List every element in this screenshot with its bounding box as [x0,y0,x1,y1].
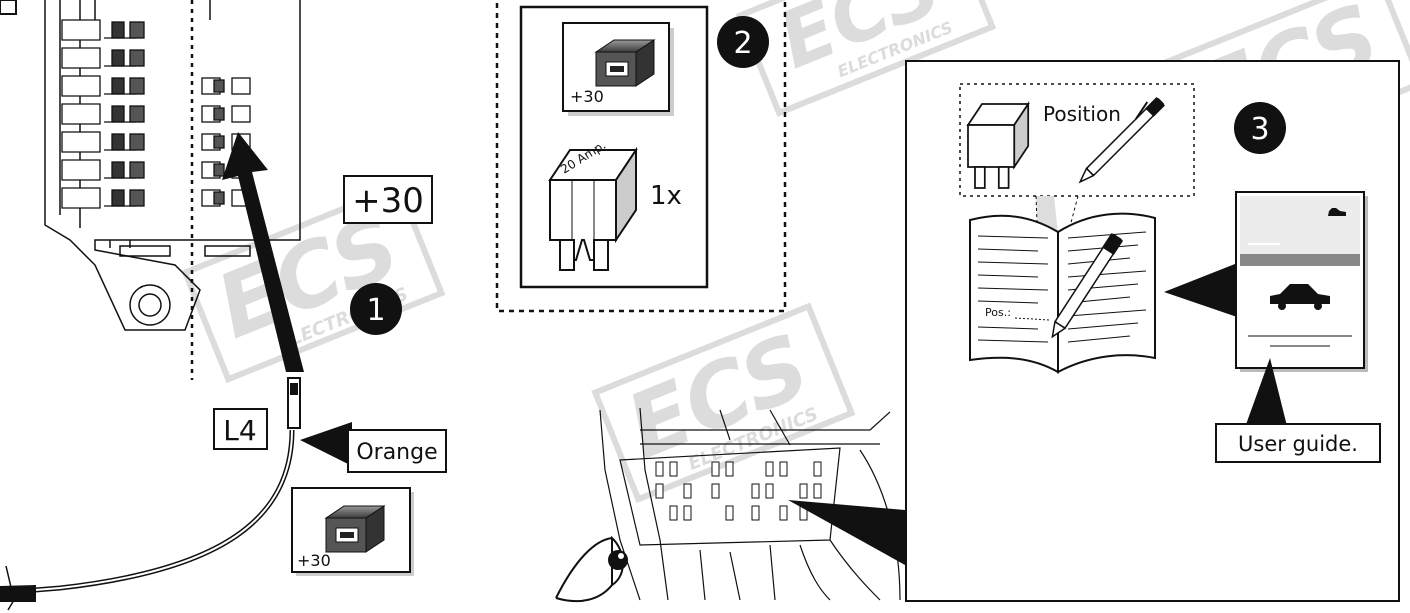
svg-text:+30: +30 [297,551,331,570]
terminal-label-30: +30 [344,176,432,223]
fuse-slot [232,78,250,94]
user-manual-cover [1236,192,1368,372]
svg-text:1: 1 [366,293,385,328]
fuse-slot [112,106,124,122]
svg-text:Pos.:: Pos.: [985,306,1011,319]
module-icon [326,506,384,552]
step3-panel: Position Pos.: [906,61,1399,601]
fuse-slot [814,484,821,498]
fuse-slot [62,76,100,96]
fuse-slot [656,484,663,498]
fuse-slot [684,506,691,520]
fuse-slot [766,484,773,498]
fuse-slot [112,78,124,94]
svg-text:+30: +30 [570,87,604,106]
fuse-slot [656,462,663,476]
fuse-slot [112,190,124,206]
svg-text:User guide.: User guide. [1238,432,1358,456]
svg-text:Orange: Orange [356,440,437,465]
fuse-slot [112,50,124,66]
fuse-slot [62,132,100,152]
fuse-slot [752,484,759,498]
fuse-slot [214,192,224,204]
svg-text:L4: L4 [223,414,256,447]
fuse-slot [780,506,787,520]
fuse-slot [130,134,144,150]
fuse-slot [62,104,100,124]
fuse-slot [130,50,144,66]
fuse-slot [112,134,124,150]
watermark-logo: ECS ELECTRONICS [594,305,851,500]
fuse-slot [62,188,100,208]
fuse-slot [766,462,773,476]
fuse-slot [62,20,100,40]
fuse-slot [232,106,250,122]
svg-text:+30: +30 [352,181,424,221]
fuse-slot [214,164,224,176]
wire-color-callout: Orange [300,422,446,472]
fuse-slot [112,22,124,38]
step1-badge: 1 [350,283,402,335]
fuse-slot [814,462,821,476]
connector-label-l4: L4 [214,409,267,449]
svg-text:1x: 1x [650,181,682,211]
fuse-slot [130,106,144,122]
module-icon [596,40,654,86]
fuse-slot [214,80,224,92]
dash-fuse-slots [656,462,821,520]
fuse-slot [130,78,144,94]
fuse-slot [726,506,733,520]
svg-text:Position: Position [1043,102,1121,126]
step2-badge: 2 [717,16,769,68]
fuse-slot [780,462,787,476]
fuse-slots [62,20,250,208]
fuse-slot [712,484,719,498]
fuse-slot [670,506,677,520]
fuse-slot [800,484,807,498]
fuse-slot [684,484,691,498]
fuse-slot [62,48,100,68]
eye-icon [556,538,628,601]
fuse-slot [130,162,144,178]
fuse-slot [112,162,124,178]
fuse-slot [726,462,733,476]
svg-text:2: 2 [733,26,752,61]
fuse-slot [130,190,144,206]
step1-module-card: +30 [292,488,414,576]
fuse-slot [214,136,224,148]
fuse-slot [214,108,224,120]
svg-text:3: 3 [1250,112,1269,147]
fuse-slot [752,506,759,520]
step3-badge: 3 [1234,102,1286,154]
open-manual: Pos.: [970,214,1155,372]
fuse-slot [712,462,719,476]
fuse-slot [130,22,144,38]
fuse-slot [62,160,100,180]
fuse-slot [670,462,677,476]
